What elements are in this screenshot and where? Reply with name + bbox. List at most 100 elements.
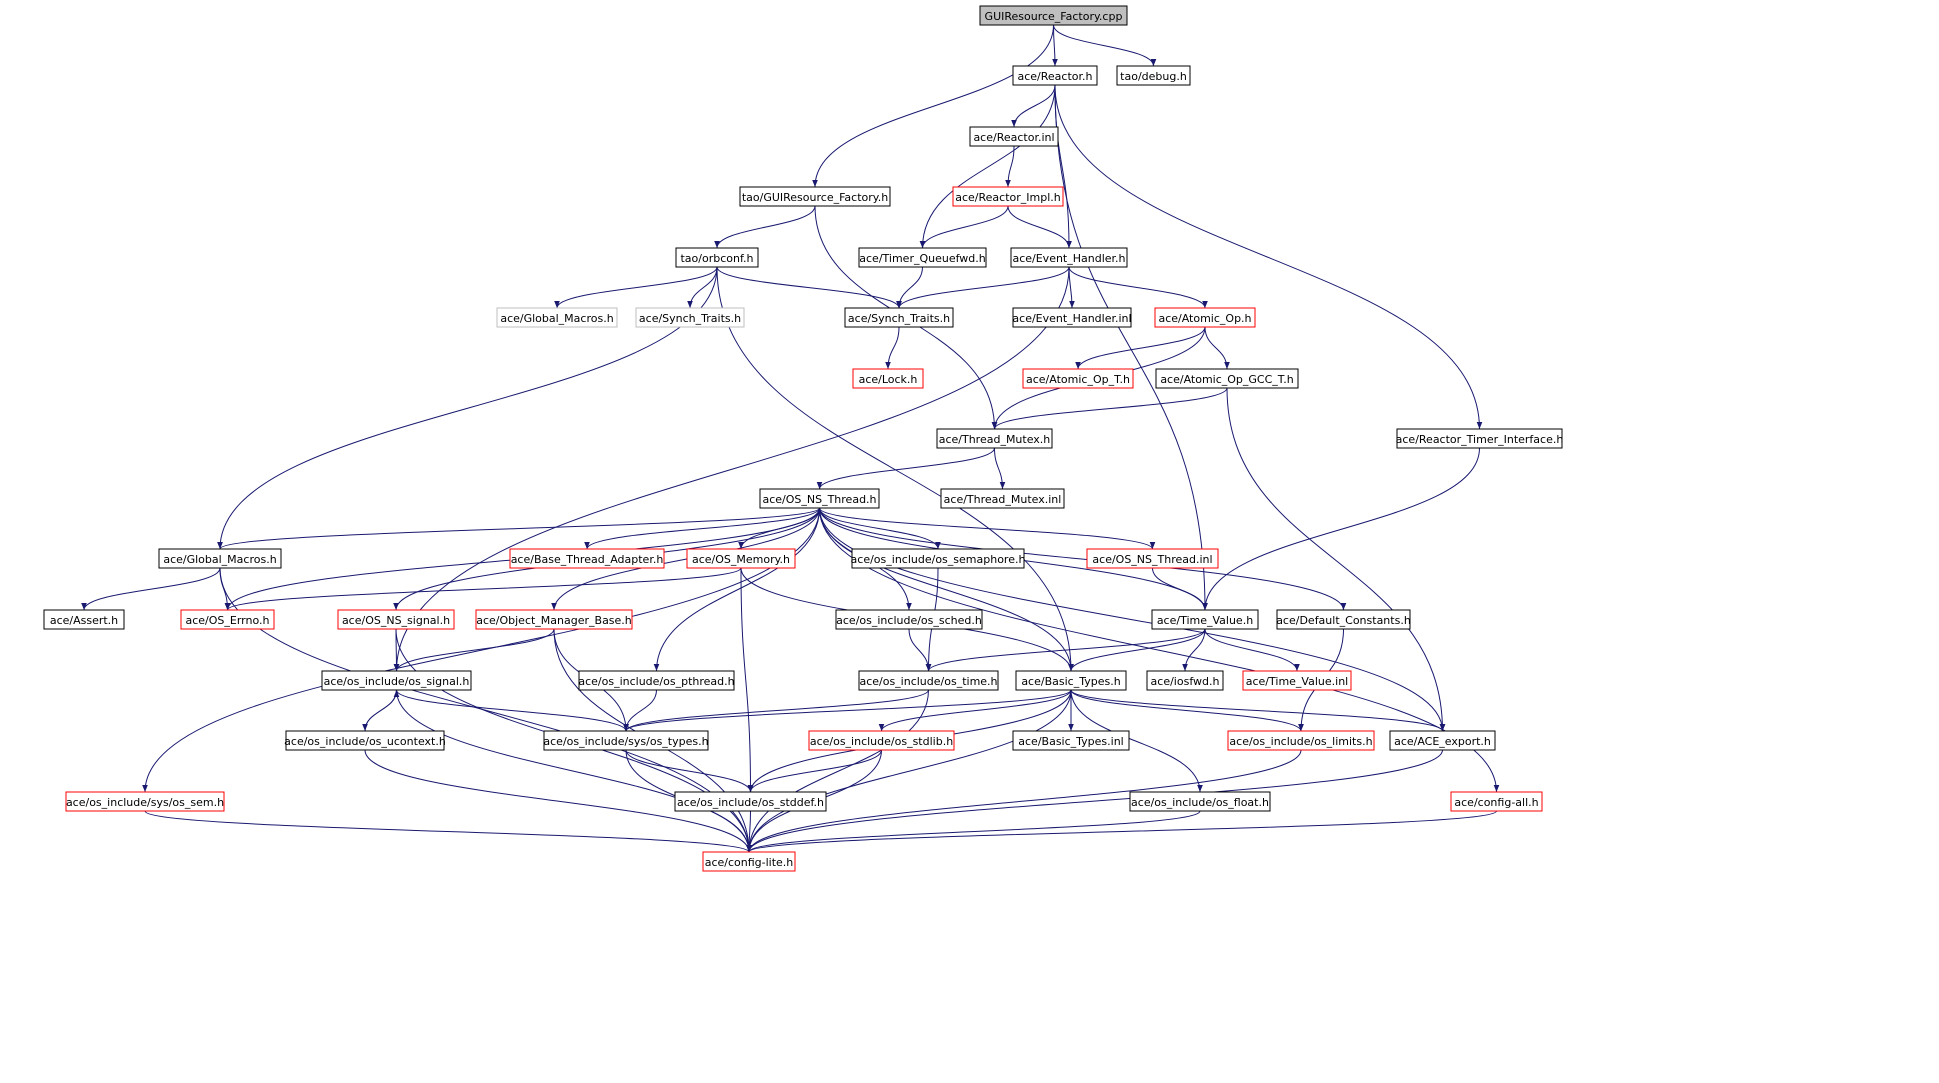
node-n5[interactable]: ace/Reactor_Impl.h bbox=[952, 186, 1064, 207]
node-n15[interactable]: ace/Atomic_Op_T.h bbox=[1022, 368, 1134, 389]
node-box bbox=[969, 126, 1059, 147]
node-n26[interactable]: ace/Assert.h bbox=[43, 609, 125, 630]
node-n38[interactable]: ace/Time_Value.inl bbox=[1242, 670, 1352, 691]
node-label: ace/Atomic_Op_GCC_T.h bbox=[1160, 373, 1293, 386]
edge-n39-n49 bbox=[364, 749, 752, 853]
node-n40[interactable]: ace/os_include/sys/os_types.h bbox=[543, 730, 709, 751]
node-n39[interactable]: ace/os_include/os_ucontext.h bbox=[284, 730, 446, 751]
node-n42[interactable]: ace/Basic_Types.inl bbox=[1012, 730, 1130, 751]
node-box bbox=[285, 730, 445, 751]
node-n41[interactable]: ace/os_include/os_stdlib.h bbox=[808, 730, 955, 751]
node-n31[interactable]: ace/Time_Value.h bbox=[1151, 609, 1259, 630]
node-label: ace/Atomic_Op_T.h bbox=[1026, 373, 1130, 386]
node-label: ace/config-all.h bbox=[1454, 796, 1538, 809]
edge-n19-n22 bbox=[584, 507, 820, 550]
node-label: ace/os_include/sys/os_types.h bbox=[543, 735, 708, 748]
node-n17[interactable]: ace/Thread_Mutex.h bbox=[936, 428, 1053, 449]
node-label: ace/os_include/os_sched.h bbox=[836, 614, 982, 627]
node-n33[interactable]: ace/os_include/os_signal.h bbox=[321, 670, 472, 691]
node-box bbox=[808, 730, 955, 751]
node-label: ace/os_include/os_ucontext.h bbox=[284, 735, 446, 748]
edge-n35-n40 bbox=[623, 689, 929, 732]
node-n12[interactable]: ace/Event_Handler.inl bbox=[1012, 307, 1132, 328]
node-label: tao/GUIResource_Factory.h bbox=[742, 191, 888, 204]
edge-n48-n49 bbox=[746, 810, 1497, 853]
edge-n23-n46 bbox=[740, 567, 754, 793]
node-label: tao/orbconf.h bbox=[680, 252, 753, 265]
edge-n36-n41 bbox=[878, 689, 1072, 732]
node-box bbox=[1086, 548, 1219, 569]
edge-n5-n7 bbox=[919, 205, 1009, 249]
node-n36[interactable]: ace/Basic_Types.h bbox=[1015, 670, 1127, 691]
node-n18[interactable]: ace/Reactor_Timer_Interface.h bbox=[1396, 428, 1564, 449]
node-n30[interactable]: ace/os_include/os_sched.h bbox=[835, 609, 983, 630]
node-n4[interactable]: tao/GUIResource_Factory.h bbox=[739, 186, 891, 207]
node-n47[interactable]: ace/os_include/os_float.h bbox=[1129, 791, 1271, 812]
node-box bbox=[940, 488, 1065, 509]
edge-n8-n33 bbox=[393, 266, 1070, 672]
node-n22[interactable]: ace/Base_Thread_Adapter.h bbox=[509, 548, 665, 569]
node-label: ace/os_include/os_signal.h bbox=[324, 675, 470, 688]
node-label: ace/Object_Manager_Base.h bbox=[476, 614, 632, 627]
node-n34[interactable]: ace/os_include/os_pthread.h bbox=[578, 670, 735, 691]
node-box bbox=[321, 670, 472, 691]
node-n16[interactable]: ace/Atomic_Op_GCC_T.h bbox=[1155, 368, 1299, 389]
node-n23[interactable]: ace/OS_Memory.h bbox=[686, 548, 796, 569]
node-n32[interactable]: ace/Default_Constants.h bbox=[1276, 609, 1411, 630]
node-n49[interactable]: ace/config-lite.h bbox=[702, 851, 796, 872]
node-n21[interactable]: ace/Global_Macros.h bbox=[158, 548, 282, 569]
edge-n1-n31 bbox=[1054, 84, 1208, 611]
node-n13[interactable]: ace/Atomic_Op.h bbox=[1154, 307, 1256, 328]
edge-n13-n16 bbox=[1204, 326, 1230, 370]
node-n44[interactable]: ace/ACE_export.h bbox=[1389, 730, 1496, 751]
edge-n16-n17 bbox=[991, 387, 1228, 430]
edge-n13-n15 bbox=[1075, 326, 1206, 370]
node-n8[interactable]: ace/Event_Handler.h bbox=[1010, 247, 1128, 268]
node-label: ace/os_include/os_semaphore.h bbox=[851, 553, 1026, 566]
node-box bbox=[1012, 65, 1098, 86]
node-n46[interactable]: ace/os_include/os_stddef.h bbox=[674, 791, 827, 812]
node-label: ace/Event_Handler.h bbox=[1012, 252, 1125, 265]
node-label: ace/Synch_Traits.h bbox=[639, 312, 741, 325]
node-n45[interactable]: ace/os_include/sys/os_sem.h bbox=[65, 791, 225, 812]
node-n20[interactable]: ace/Thread_Mutex.inl bbox=[940, 488, 1065, 509]
node-n7[interactable]: ace/Timer_Queuefwd.h bbox=[858, 247, 987, 268]
node-box bbox=[1146, 670, 1224, 691]
edge-n6-n36 bbox=[716, 266, 1074, 672]
node-box bbox=[674, 791, 827, 812]
edge-n36-n40 bbox=[623, 689, 1072, 732]
node-label: ace/Reactor.h bbox=[1018, 70, 1093, 83]
node-n6[interactable]: tao/orbconf.h bbox=[675, 247, 759, 268]
node-label: ace/Assert.h bbox=[50, 614, 118, 627]
dependency-edges bbox=[81, 24, 1500, 853]
node-n28[interactable]: ace/OS_NS_signal.h bbox=[337, 609, 455, 630]
node-n10[interactable]: ace/Synch_Traits.h bbox=[635, 307, 745, 328]
edge-n8-n11 bbox=[896, 266, 1070, 309]
node-n29[interactable]: ace/Object_Manager_Base.h bbox=[475, 609, 633, 630]
node-n25[interactable]: ace/OS_NS_Thread.inl bbox=[1086, 548, 1219, 569]
node-n1[interactable]: ace/Reactor.h bbox=[1012, 65, 1098, 86]
node-n2[interactable]: tao/debug.h bbox=[1116, 65, 1191, 86]
node-n14[interactable]: ace/Lock.h bbox=[852, 368, 924, 389]
node-label: ace/Thread_Mutex.h bbox=[939, 433, 1051, 446]
node-n3[interactable]: ace/Reactor.inl bbox=[969, 126, 1059, 147]
edge-n6-n9 bbox=[554, 266, 718, 309]
node-n35[interactable]: ace/os_include/os_time.h bbox=[858, 670, 999, 691]
node-label: ace/os_include/os_pthread.h bbox=[578, 675, 734, 688]
node-n37[interactable]: ace/iosfwd.h bbox=[1146, 670, 1224, 691]
node-box bbox=[1154, 307, 1256, 328]
edge-n31-n38 bbox=[1204, 628, 1300, 672]
node-label: ace/Global_Macros.h bbox=[500, 312, 613, 325]
node-box bbox=[851, 548, 1025, 569]
node-n27[interactable]: ace/OS_Errno.h bbox=[180, 609, 275, 630]
edge-n41-n46 bbox=[747, 749, 882, 793]
node-n48[interactable]: ace/config-all.h bbox=[1450, 791, 1543, 812]
node-n9[interactable]: ace/Global_Macros.h bbox=[496, 307, 618, 328]
node-box bbox=[739, 186, 891, 207]
node-n11[interactable]: ace/Synch_Traits.h bbox=[844, 307, 954, 328]
node-n24[interactable]: ace/os_include/os_semaphore.h bbox=[851, 548, 1026, 569]
node-label: ace/Reactor_Timer_Interface.h bbox=[1396, 433, 1564, 446]
node-box bbox=[1389, 730, 1496, 751]
node-n43[interactable]: ace/os_include/os_limits.h bbox=[1227, 730, 1375, 751]
node-n19[interactable]: ace/OS_NS_Thread.h bbox=[759, 488, 880, 509]
